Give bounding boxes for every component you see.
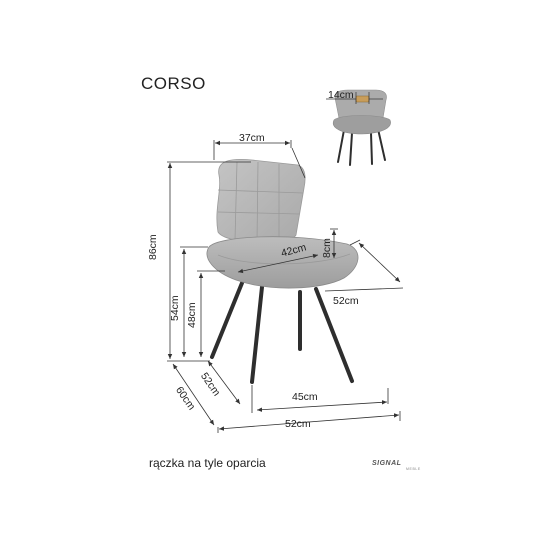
- label-leg-height: 48cm: [186, 302, 198, 328]
- thumbnail-back-view: [326, 89, 391, 166]
- handle-icon: [355, 95, 370, 103]
- label-arm-height: 8cm: [321, 238, 333, 258]
- chair-backrest: [216, 158, 306, 243]
- leg-front-right: [250, 285, 264, 384]
- leg-back-right: [314, 287, 354, 383]
- dim-seat-diameter: [237, 253, 319, 274]
- label-seat-depth: 52cm: [333, 295, 359, 307]
- brand-logo: SIGNAL MEBLE: [370, 460, 424, 472]
- dim-arm-height: [330, 228, 338, 258]
- dim-backrest-width: [213, 140, 306, 179]
- dim-base-width: [251, 385, 389, 413]
- product-title: CORSO: [141, 74, 206, 93]
- brand-name: SIGNAL: [372, 460, 402, 467]
- dim-seat-depth: [324, 239, 404, 292]
- label-seat-height: 54cm: [169, 295, 181, 321]
- dim-leg-height: [197, 270, 225, 357]
- dim-total-width: [217, 411, 401, 433]
- leg-front-left: [210, 281, 244, 359]
- product-caption: rączka na tyle oparcia: [149, 456, 266, 470]
- label-total-height: 86cm: [147, 234, 159, 260]
- backrest-stitching: [217, 161, 304, 243]
- label-total-width: 52cm: [285, 418, 311, 430]
- label-base-width: 45cm: [292, 391, 318, 403]
- label-backrest-width: 37cm: [239, 132, 265, 144]
- chair-legs: [210, 281, 354, 384]
- label-handle-width: 14cm: [328, 89, 354, 101]
- dim-total-height: [167, 161, 251, 362]
- brand-sub: MEBLE: [406, 467, 421, 471]
- dim-total-depth: [172, 363, 215, 426]
- dim-base-depth: [207, 360, 241, 405]
- dim-seat-height: [180, 246, 208, 357]
